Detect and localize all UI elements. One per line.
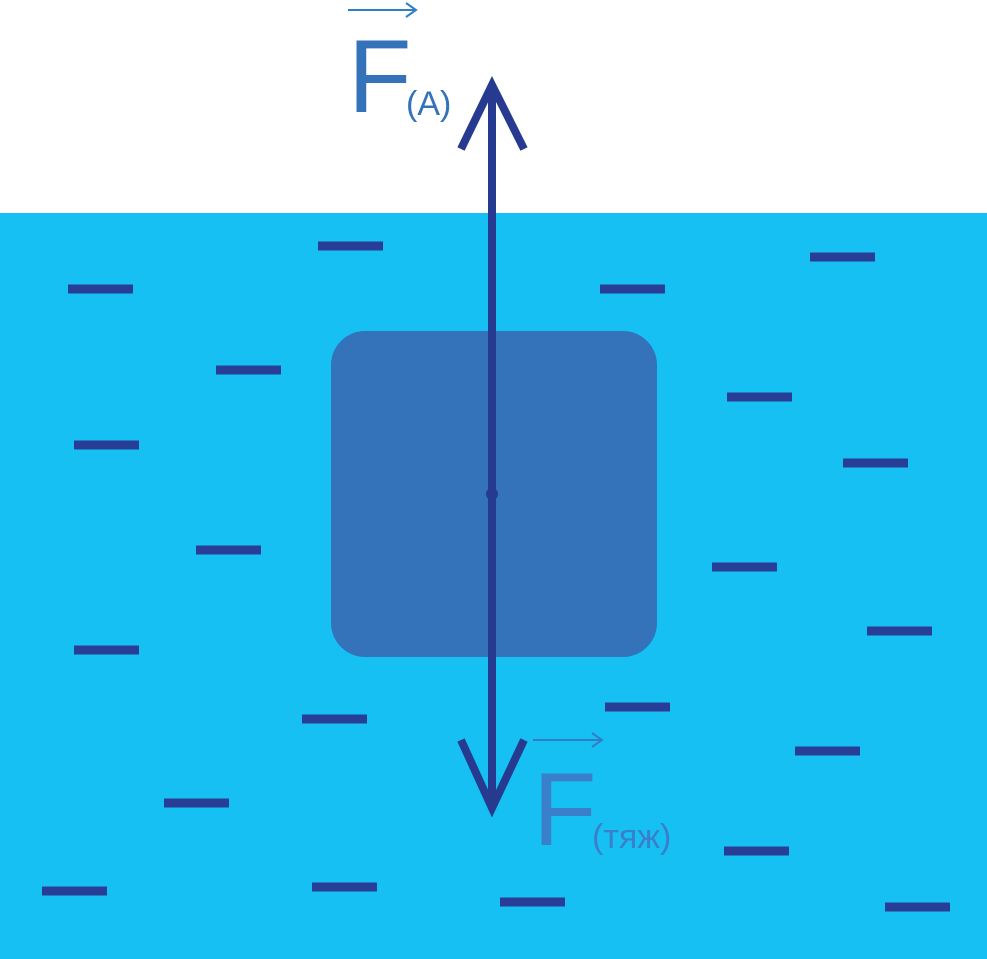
gravity-force-subscript: (тяж) — [592, 818, 671, 856]
archimedes-force-symbol: F — [348, 19, 412, 135]
vector-mark-gravity — [533, 732, 604, 748]
archimedes-force-subscript: (A) — [406, 85, 451, 123]
water-ripples — [42, 241, 950, 912]
force-application-point — [486, 488, 498, 500]
gravity-force-symbol: F — [533, 752, 597, 868]
gravity-force-arrow — [457, 494, 528, 818]
vector-mark-archimedes — [348, 2, 418, 18]
archimedes-arrowhead — [457, 75, 528, 151]
gravity-arrowhead — [457, 738, 528, 818]
archimedes-force-arrow — [457, 75, 528, 494]
